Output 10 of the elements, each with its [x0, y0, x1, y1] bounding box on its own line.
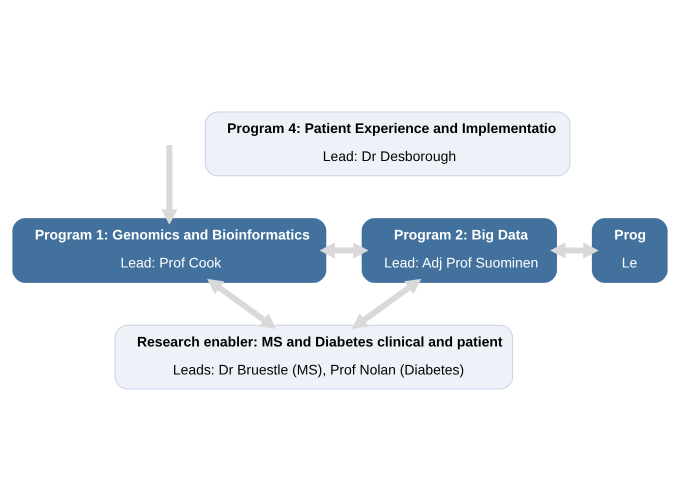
- node-box: Program 2: Big Data Lead: Adj Prof Suominen: [362, 218, 557, 282]
- node-box: Program 4: Patient Experience and Implementatio Lead: Dr Desborough: [204, 110, 570, 176]
- arrow: [550, 242, 599, 258]
- arrow: [320, 242, 369, 258]
- arrow: [207, 278, 276, 328]
- arrow: [352, 278, 422, 328]
- arrow: [161, 144, 178, 224]
- node-box: Prog Le: [592, 218, 668, 282]
- node-box: Program 1: Genomics and Bioinformatics Lead: Prof Cook: [12, 218, 326, 282]
- node-box: Research enabler: MS and Diabetes clinical and patient Leads: Dr Bruestle (MS), Prof Nolan (Diabetes): [114, 324, 514, 390]
